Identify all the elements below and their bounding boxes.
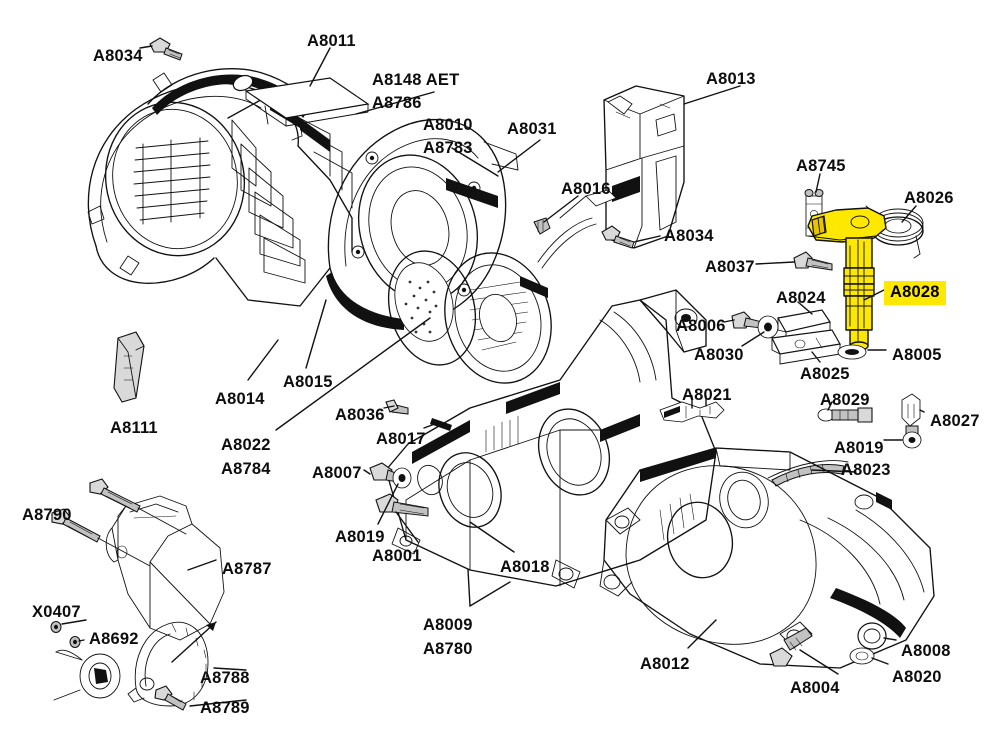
nut-A8692 — [69, 636, 81, 648]
bushing-A8008 — [857, 622, 887, 650]
part-label-a8028[interactable]: A8028 — [884, 281, 946, 305]
part-label-a8111[interactable]: A8111 — [110, 419, 158, 437]
part-label-a8148 aet[interactable]: A8148 AET — [372, 71, 460, 89]
part-label-a8012[interactable]: A8012 — [640, 655, 690, 673]
part-label-a8021[interactable]: A8021 — [682, 386, 732, 404]
part-label-a8025[interactable]: A8025 — [800, 365, 850, 383]
part-label-a8019[interactable]: A8019 — [834, 439, 884, 457]
part-label-a8008[interactable]: A8008 — [901, 642, 951, 660]
part-label-a8019[interactable]: A8019 — [335, 528, 385, 546]
screw-A8034-top — [149, 37, 183, 61]
part-label-a8001[interactable]: A8001 — [372, 547, 422, 565]
screw-A8789 — [154, 685, 187, 711]
part-label-a8014[interactable]: A8014 — [215, 390, 265, 408]
transmission-cover-A8012 — [599, 447, 935, 669]
part-label-a8745[interactable]: A8745 — [796, 157, 846, 175]
part-label-a8016[interactable]: A8016 — [561, 180, 611, 198]
part-label-a8692[interactable]: A8692 — [89, 630, 139, 648]
part-label-a8023[interactable]: A8023 — [841, 461, 891, 479]
part-label-a8037[interactable]: A8037 — [705, 258, 755, 276]
part-label-a8789[interactable]: A8789 — [200, 699, 250, 717]
part-label-a8017[interactable]: A8017 — [376, 430, 426, 448]
nut-A8007 — [369, 462, 399, 483]
seal-ring-A8005 — [837, 344, 867, 360]
washer-A8019-right — [902, 431, 922, 449]
part-label-a8034[interactable]: A8034 — [93, 47, 143, 65]
collar-A8020 — [849, 647, 875, 665]
part-label-a8790[interactable]: A8790 — [22, 506, 72, 524]
leader-lines — [61, 45, 925, 707]
part-label-a8027[interactable]: A8027 — [930, 412, 980, 430]
part-label-a8009[interactable]: A8009 — [423, 616, 473, 634]
part-label-a8011[interactable]: A8011 — [307, 32, 356, 50]
part-label-a8010[interactable]: A8010 — [423, 116, 473, 134]
part-label-a8787[interactable]: A8787 — [222, 560, 272, 578]
starter-motor-A8787 — [105, 495, 225, 641]
cover-plate-A8011 — [244, 77, 370, 141]
part-label-a8786[interactable]: A8786 — [372, 94, 422, 112]
part-label-x0407[interactable]: X0407 — [32, 603, 81, 621]
washer-A8019-left — [392, 467, 412, 489]
crankcase-A8018 — [385, 289, 717, 589]
part-label-a8006[interactable]: A8006 — [676, 317, 726, 335]
part-label-a8784[interactable]: A8784 — [221, 460, 271, 478]
part-label-a8029[interactable]: A8029 — [820, 391, 870, 409]
part-label-a8022[interactable]: A8022 — [221, 436, 271, 454]
bracket-x0407-art — [53, 649, 121, 701]
dowel-pin-A8111 — [113, 331, 145, 403]
part-label-a8024[interactable]: A8024 — [776, 289, 826, 307]
part-label-a8005[interactable]: A8005 — [892, 346, 942, 364]
terminal-A8016 — [533, 189, 617, 235]
part-label-a8018[interactable]: A8018 — [500, 558, 550, 576]
part-label-a8031[interactable]: A8031 — [507, 120, 557, 138]
fan-housing-group — [87, 68, 353, 307]
part-label-a8007[interactable]: A8007 — [312, 464, 362, 482]
stator-A8015 — [444, 217, 597, 384]
part-label-a8020[interactable]: A8020 — [892, 668, 942, 686]
part-label-a8026[interactable]: A8026 — [904, 189, 954, 207]
screw-A8034-mid — [601, 225, 635, 249]
bolt-A8790-upper — [89, 478, 187, 535]
bolt-A8790-lower — [51, 508, 151, 567]
part-label-a8030[interactable]: A8030 — [694, 346, 744, 364]
pin-link-A8029 — [817, 407, 873, 423]
starter-gear-cover-A8788 — [127, 621, 217, 707]
linkage-arm-A8021 — [659, 401, 725, 423]
part-label-a8788[interactable]: A8788 — [200, 669, 250, 687]
bolt-A8004 — [769, 627, 813, 667]
part-label-a8783[interactable]: A8783 — [423, 139, 473, 157]
bolt-A8006 — [731, 311, 763, 329]
part-label-a8004[interactable]: A8004 — [790, 679, 840, 697]
kickstart-shaft-A8028 — [807, 207, 887, 351]
stud-A8001 — [375, 493, 429, 517]
stud-A8037 — [793, 251, 833, 271]
part-label-a8036[interactable]: A8036 — [335, 406, 385, 424]
key-A8017 — [430, 418, 452, 431]
washer-X0407 — [50, 621, 62, 633]
flywheel-A8022 — [387, 250, 477, 366]
part-label-a8034[interactable]: A8034 — [664, 227, 714, 245]
part-label-a8015[interactable]: A8015 — [283, 373, 333, 391]
part-label-a8780[interactable]: A8780 — [423, 640, 473, 658]
part-label-a8013[interactable]: A8013 — [706, 70, 756, 88]
